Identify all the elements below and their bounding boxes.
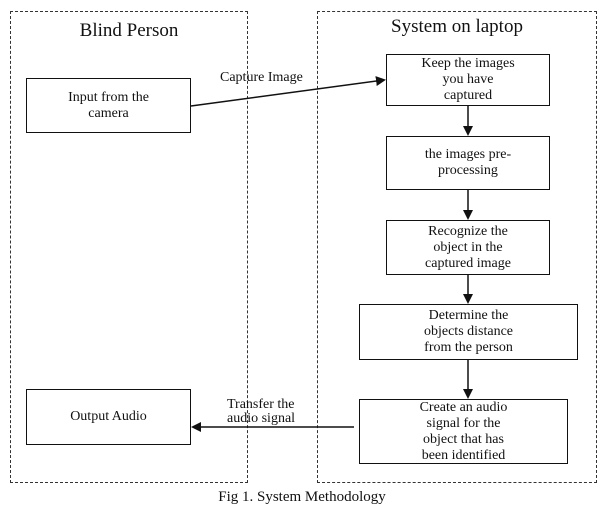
distance-label: Determine the objects distance from the … (423, 308, 514, 355)
blind-person-title: Blind Person (79, 20, 179, 41)
distance-node: Determine the objects distance from the … (359, 304, 578, 360)
recognize-label: Recognize the object in the captured ima… (425, 223, 511, 271)
output-audio-label: Output Audio (70, 409, 147, 424)
preprocessing-label: the images pre- processing (424, 147, 512, 178)
keep-images-node: Keep the images you have captured (386, 54, 550, 106)
recognize-node: Recognize the object in the captured ima… (386, 220, 550, 275)
input-camera-label: Input from the camera (68, 89, 149, 121)
input-camera-node: Input from the camera (26, 78, 191, 133)
output-audio-node: Output Audio (26, 389, 191, 445)
system-lane: System on laptop (317, 11, 597, 483)
capture-image-label: Capture Image (220, 70, 303, 85)
transfer-audio-label: Transfer the audio signal (227, 397, 296, 426)
blind-person-lane: Blind Person (10, 11, 248, 483)
audio-signal-node: Create an audio signal for the object th… (359, 399, 568, 464)
keep-images-label: Keep the images you have captured (421, 56, 515, 103)
preprocessing-node: the images pre- processing (386, 136, 550, 190)
system-title: System on laptop (391, 16, 523, 37)
audio-signal-label: Create an audio signal for the object th… (419, 399, 508, 463)
capture-arrow (190, 76, 386, 107)
figure-caption: Fig 1. System Methodology (218, 489, 386, 505)
